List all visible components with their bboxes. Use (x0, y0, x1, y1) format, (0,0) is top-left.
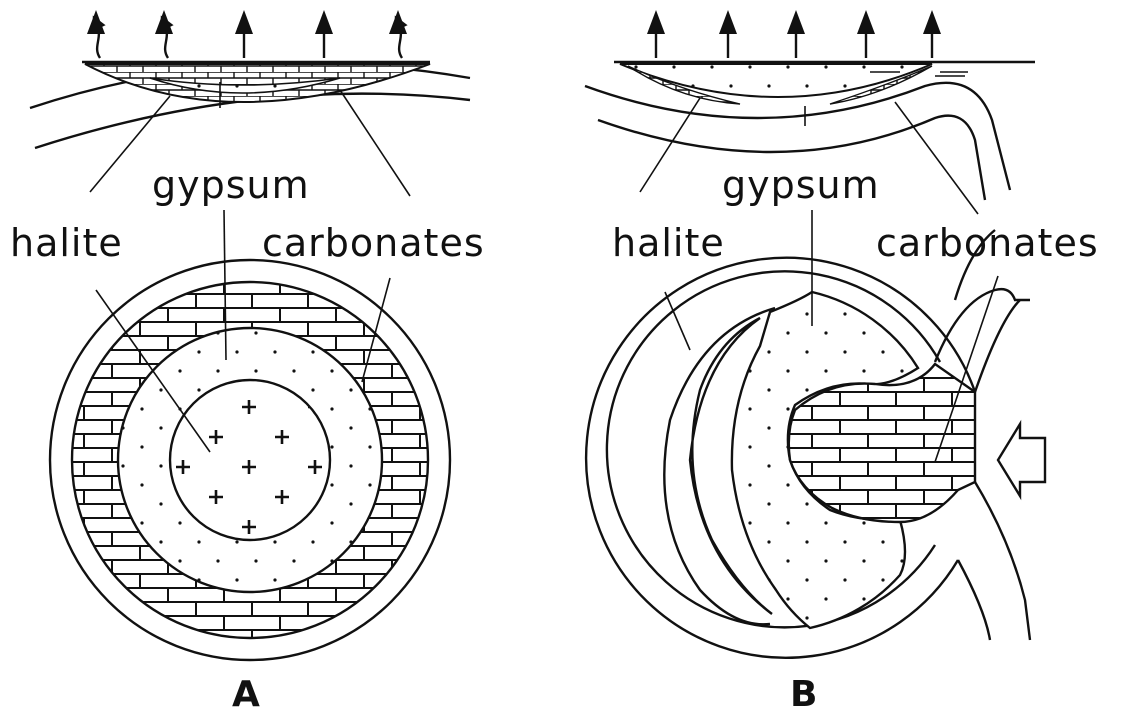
label-gypsum-b: gypsum (722, 163, 880, 207)
evaporation-arrows (87, 10, 407, 58)
label-halite-a: halite (10, 221, 123, 265)
panel-letter-b: B (790, 674, 817, 715)
plan-view-a (50, 210, 450, 660)
inflow-arrow-icon (998, 424, 1045, 496)
label-halite-b: halite (612, 221, 725, 265)
label-carbonates-b: carbonates (876, 221, 1099, 265)
label-gypsum-a: gypsum (152, 163, 310, 207)
plan-view-b (586, 210, 1045, 658)
evaporation-arrows-b (647, 10, 941, 58)
panel-b: gypsum halite carbonates (585, 10, 1099, 715)
panel-letter-a: A (232, 674, 260, 715)
label-carbonates-a: carbonates (262, 221, 485, 265)
panel-a: gypsum halite carbonates A (10, 10, 485, 715)
